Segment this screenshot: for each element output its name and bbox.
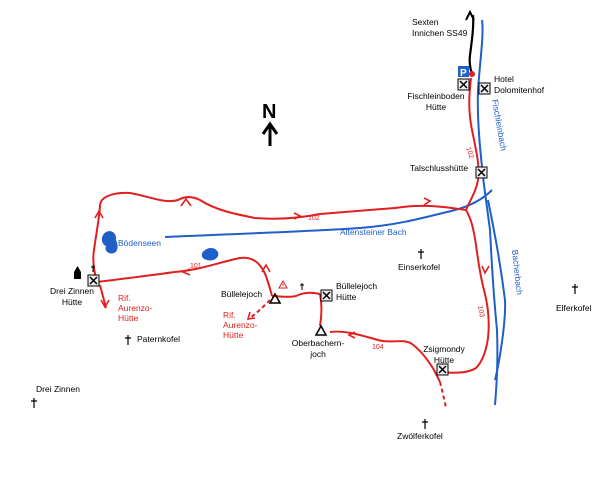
warning-triangle-icon xyxy=(278,279,288,289)
paternkofel-label: Paternkofel xyxy=(137,334,180,344)
trail-arrow-icon xyxy=(180,197,192,207)
rif-aurenzo-label-2: Rif.Aurenzo-Hütte xyxy=(223,310,258,340)
trail-arrow-icon xyxy=(481,265,490,275)
trail-arrow-icon xyxy=(246,311,256,320)
triangle-pass-icon xyxy=(268,292,282,304)
cross-summit-icon xyxy=(300,283,304,290)
trail-102-west xyxy=(92,191,467,283)
triangle-pass-icon xyxy=(314,324,328,336)
road-label-line: Sexten xyxy=(412,17,439,27)
road-arrow-icon xyxy=(465,9,475,21)
trail-arrow-icon xyxy=(94,209,104,219)
trail-to-oberbachernjoch xyxy=(319,293,323,327)
trail-rif-aurenzo-2 xyxy=(249,299,271,319)
cross-summit-icon xyxy=(422,419,428,429)
elferkofel-label: Elferkofel xyxy=(556,303,592,313)
trail-104 xyxy=(329,330,441,383)
trail-number-103: 103 xyxy=(476,305,485,318)
trail-arrow-icon xyxy=(100,299,110,309)
road-ss49 xyxy=(468,14,475,75)
bodensee-lake-1 xyxy=(101,231,118,254)
trail-arrow-icon xyxy=(180,268,191,276)
einserkofel-label: Einserkofel xyxy=(398,262,440,272)
hut-cross-icon xyxy=(457,78,470,91)
hut-cross-icon xyxy=(320,289,333,302)
cross-summit-icon xyxy=(418,249,424,259)
north-label: N xyxy=(262,101,276,123)
hut-cross-icon xyxy=(475,166,488,179)
trail-arrow-icon xyxy=(423,197,432,206)
bacherbach-river xyxy=(487,199,507,381)
trail-arrow-icon xyxy=(347,331,356,339)
church-icon xyxy=(74,266,81,279)
parking-label: P xyxy=(460,68,467,79)
cross-summit-icon xyxy=(572,284,578,294)
buellelejoch-label: Büllelejoch xyxy=(221,289,262,299)
fischleinbach-label: Fischleinbach xyxy=(490,99,509,152)
trail-number-104: 104 xyxy=(372,344,384,351)
bacherbach-label: Bacherbach xyxy=(510,249,525,295)
altensteiner-label: Altensteiner Bach xyxy=(340,227,407,237)
cross-summit-icon xyxy=(91,265,95,272)
trail-103 xyxy=(441,209,490,374)
road-label-line: Innichen SS49 xyxy=(412,28,468,38)
bodenseen-label: Bödenseen xyxy=(118,238,161,248)
hut-cross-icon xyxy=(478,82,491,95)
trail-101 xyxy=(96,256,273,297)
cross-summit-icon xyxy=(31,398,37,408)
start-point-icon xyxy=(469,71,475,77)
rif-aurenzo-label-1: Rif.Aurenzo-Hütte xyxy=(118,293,153,323)
talschluss-label: Talschlusshütte xyxy=(410,163,468,173)
north-arrow-icon xyxy=(261,121,279,146)
oberbachernjoch-label: Oberbachern-joch xyxy=(292,338,345,359)
trail-number-101: 101 xyxy=(190,263,202,270)
hut-cross-icon xyxy=(87,274,100,287)
trail-south-dashed xyxy=(439,381,447,409)
hut-cross-icon xyxy=(436,363,449,376)
zwoelferkofel-label: Zwölferkofel xyxy=(397,431,443,441)
trail-buellelejoch-ridge xyxy=(271,291,321,298)
bodensee-lake-2 xyxy=(201,247,219,261)
parking-icon xyxy=(458,66,469,77)
trail-102-north xyxy=(465,77,480,211)
trail-arrow-icon xyxy=(261,263,271,273)
cross-summit-icon xyxy=(125,335,131,345)
trail-number-102-top: 102 xyxy=(464,146,475,159)
drei-zinnen-label: Drei Zinnen xyxy=(36,384,80,394)
trail-number-102: 102 xyxy=(308,215,320,222)
trail-arrow-icon xyxy=(293,212,302,220)
fischleinbach-river xyxy=(476,19,499,406)
